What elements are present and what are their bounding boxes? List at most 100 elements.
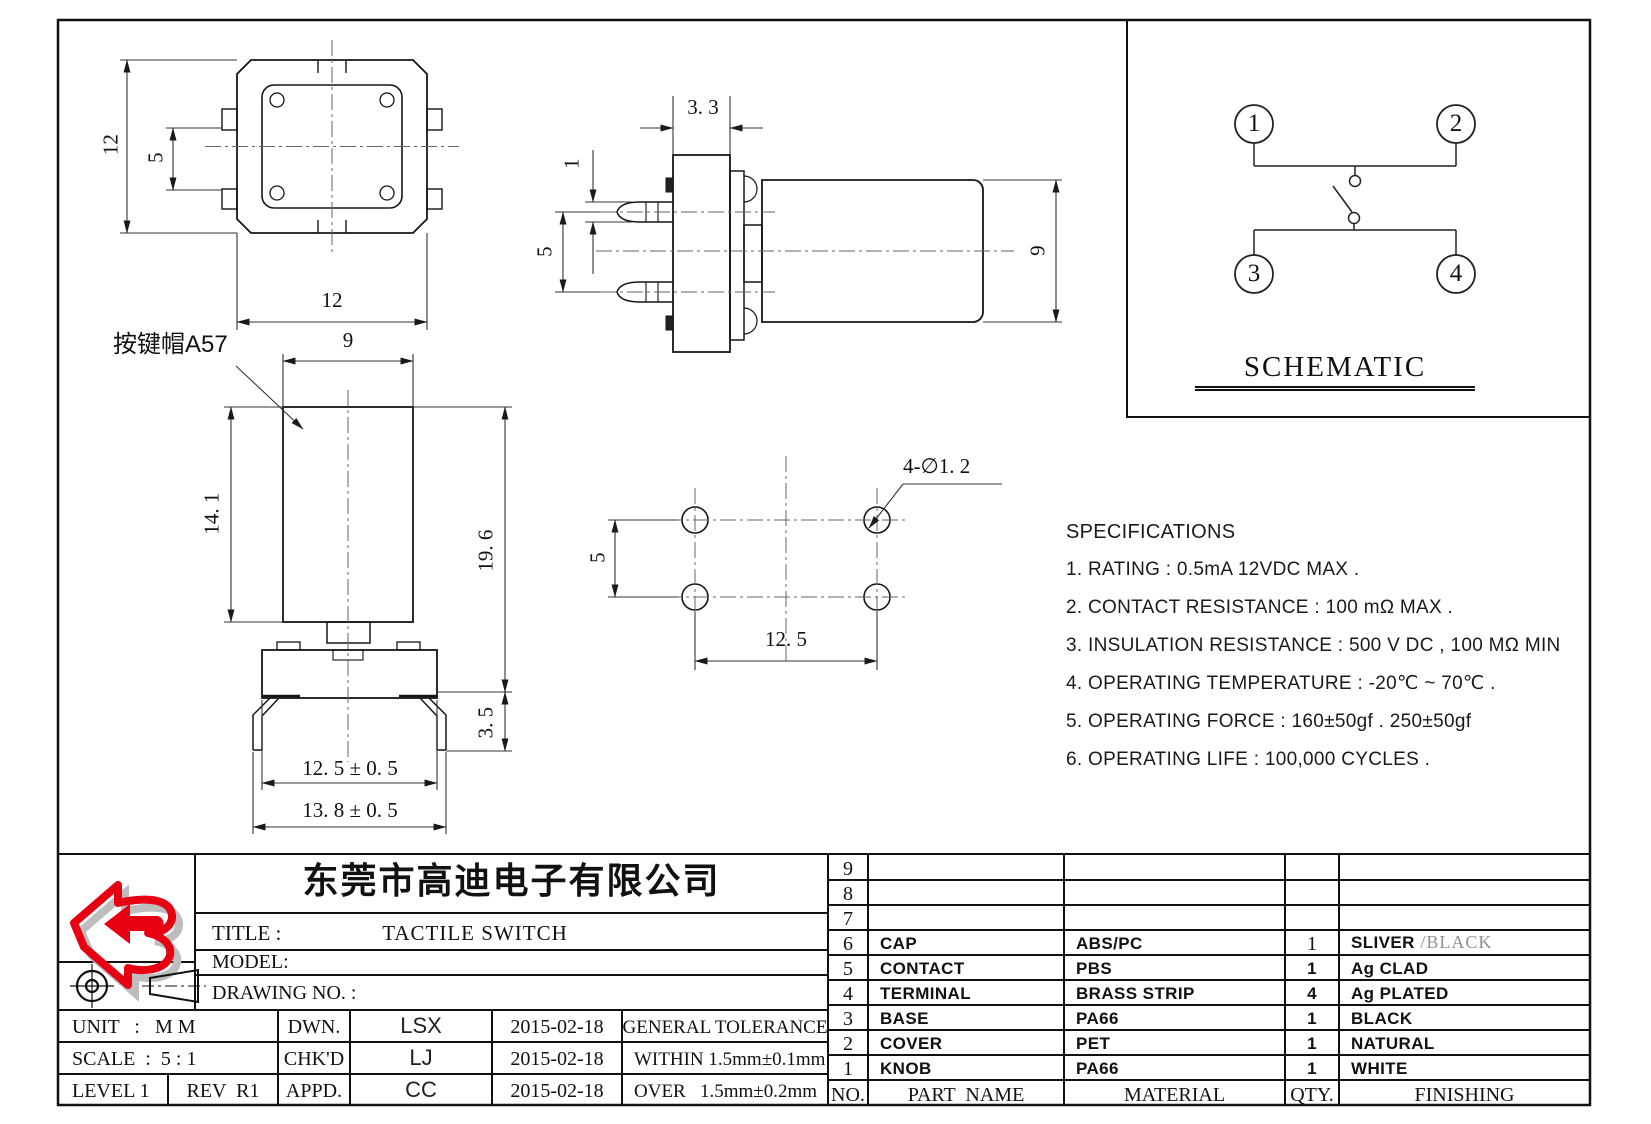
dim-topview-tab-pitch: 5 <box>143 152 168 163</box>
part-material: ABS/PC <box>1076 934 1143 953</box>
part-finishing: Ag PLATED <box>1351 984 1449 1003</box>
dim-sideview-pin-pitch: 5 <box>532 246 557 257</box>
specifications-title: SPECIFICATIONS <box>1066 521 1236 543</box>
part-row-no: 1 <box>843 1058 853 1080</box>
dwn-label: DWN. <box>287 1016 341 1038</box>
part-name: CONTACT <box>880 959 965 978</box>
company-logo <box>70 881 183 1002</box>
dim-topview-height: 12 <box>98 134 123 156</box>
part-qty: 1 <box>1307 1009 1317 1028</box>
dim-pcb-pitch-h: 12. 5 <box>765 627 807 651</box>
part-qty: 1 <box>1307 959 1317 978</box>
level-field: LEVEL 1 <box>72 1080 150 1102</box>
part-qty: 4 <box>1307 984 1317 1003</box>
sheet-frame <box>56 18 1592 1107</box>
part-row-no: 6 <box>843 933 853 955</box>
top-view <box>120 40 459 330</box>
part-qty: 1 <box>1307 933 1317 955</box>
part-name: COVER <box>880 1034 943 1053</box>
dim-frontview-total-height: 19. 6 <box>473 529 498 572</box>
chkd-date: 2015-02-18 <box>510 1048 604 1070</box>
title-label: TITLE : <box>212 921 282 945</box>
finishing-main: SLIVER <box>1351 933 1415 952</box>
parts-header-material: MATERIAL <box>1123 1084 1226 1106</box>
part-material: PA66 <box>1076 1009 1119 1028</box>
dim-frontview-cap-height: 14. 1 <box>199 492 224 535</box>
part-qty: 1 <box>1307 1034 1317 1053</box>
dim-frontview-pin-spread: 13. 8 ± 0. 5 <box>302 798 398 822</box>
drawing-no-label: DRAWING NO. : <box>212 982 357 1004</box>
schematic-pin-1: 1 <box>1247 110 1261 137</box>
unit-field: UNIT : M M <box>72 1016 196 1038</box>
dim-topview-width: 12 <box>321 288 343 312</box>
parts-header-name: PART NAME <box>907 1084 1025 1106</box>
schematic-pin-4: 4 <box>1449 260 1463 287</box>
part-name: CAP <box>880 934 918 953</box>
projection-symbol <box>70 964 206 1008</box>
schematic-pin-2: 2 <box>1449 110 1463 137</box>
spec-item-5: 5. OPERATING FORCE : 160±50gf . 250±50gf <box>1066 711 1472 732</box>
part-name: TERMINAL <box>880 984 972 1003</box>
part-row-no: 7 <box>843 908 853 930</box>
tolerance-title: GENERAL TOLERANCE <box>622 1017 828 1038</box>
parts-table-grid <box>828 854 1590 1105</box>
rev-field: REV R1 <box>186 1080 260 1102</box>
part-name: BASE <box>880 1009 929 1028</box>
part-finishing: WHITE <box>1351 1059 1408 1078</box>
dim-frontview-cap-width: 9 <box>342 328 354 352</box>
dwn-date: 2015-02-18 <box>510 1016 604 1038</box>
spec-item-1: 1. RATING : 0.5mA 12VDC MAX . <box>1066 559 1360 580</box>
scale-field: SCALE : 5 : 1 <box>72 1048 197 1070</box>
cap-label: 按键帽A57 <box>113 331 228 358</box>
dim-frontview-pin-length: 3. 5 <box>473 706 498 739</box>
side-view <box>555 96 1062 353</box>
title-value: TACTILE SWITCH <box>382 921 568 945</box>
part-name: KNOB <box>880 1059 932 1078</box>
part-row-no: 4 <box>843 983 853 1005</box>
schematic-title: SCHEMATIC <box>1195 350 1475 391</box>
part-finishing: SLIVER /BLACK <box>1351 932 1492 954</box>
dim-pcb-pitch-v: 5 <box>585 552 610 563</box>
company-name: 东莞市高迪电子有限公司 <box>302 860 721 901</box>
part-finishing: NATURAL <box>1351 1034 1435 1053</box>
chkd-label: CHK'D <box>283 1048 345 1070</box>
part-row-no: 8 <box>843 883 853 905</box>
part-finishing: BLACK <box>1351 1009 1413 1028</box>
dim-sideview-body: 9 <box>1025 245 1050 256</box>
part-qty: 1 <box>1307 1059 1317 1078</box>
pcb-layout-view <box>608 456 1002 670</box>
tolerance-over: OVER 1.5mm±0.2mm <box>634 1081 818 1102</box>
part-material: PA66 <box>1076 1059 1119 1078</box>
part-material: PBS <box>1076 959 1113 978</box>
appd-label: APPD. <box>285 1080 343 1102</box>
spec-item-4: 4. OPERATING TEMPERATURE : -20℃ ~ 70℃ . <box>1066 673 1496 694</box>
schematic-circuit <box>1234 104 1476 294</box>
parts-header-qty: QTY. <box>1290 1084 1334 1106</box>
part-row-no: 9 <box>843 858 853 880</box>
parts-header-no: NO. <box>831 1084 865 1106</box>
part-material: PET <box>1076 1034 1111 1053</box>
spec-item-6: 6. OPERATING LIFE : 100,000 CYCLES . <box>1066 749 1431 770</box>
model-label: MODEL: <box>212 951 289 973</box>
dim-sideview-base: 3. 3 <box>687 95 719 119</box>
pcb-hole-callout: 4-∅1. 2 <box>903 454 971 478</box>
schematic-pin-3: 3 <box>1247 260 1261 287</box>
part-material: BRASS STRIP <box>1076 984 1195 1003</box>
appd-by: CC <box>405 1077 437 1102</box>
tolerance-within: WITHIN 1.5mm±0.1mm <box>634 1049 826 1070</box>
part-row-no: 5 <box>843 958 853 980</box>
parts-header-finishing: FINISHING <box>1414 1084 1515 1106</box>
appd-date: 2015-02-18 <box>510 1080 604 1102</box>
part-finishing: Ag CLAD <box>1351 959 1429 978</box>
dwn-by: LSX <box>400 1013 442 1038</box>
part-row-no: 2 <box>843 1033 853 1055</box>
title-block-grid <box>58 853 1590 1105</box>
spec-item-2: 2. CONTACT RESISTANCE : 100 mΩ MAX . <box>1066 597 1454 618</box>
part-row-no: 3 <box>843 1008 853 1030</box>
spec-item-3: 3. INSULATION RESISTANCE : 500 V DC , 10… <box>1066 635 1561 656</box>
dim-sideview-pin-width: 1 <box>559 158 584 169</box>
front-view <box>224 354 512 834</box>
finishing-alt: /BLACK <box>1414 932 1493 952</box>
